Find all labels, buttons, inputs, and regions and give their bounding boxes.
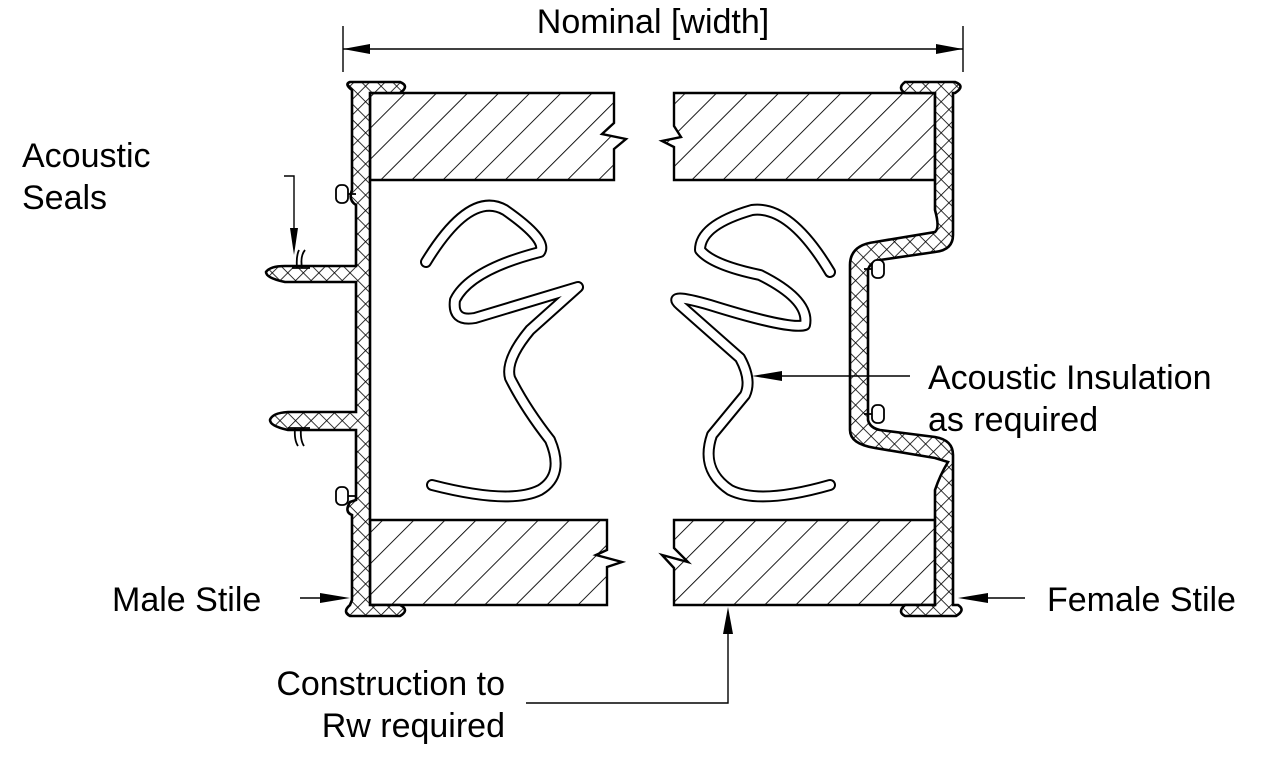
acoustic-insulation-label-line2: as required (928, 401, 1098, 439)
construction-label-line2: Rw required (322, 707, 505, 745)
leader-arrowhead (290, 228, 298, 255)
leader-arrowhead (752, 371, 782, 381)
female-stile-label: Female Stile (1047, 581, 1236, 619)
male-stile-frame (264, 80, 407, 618)
construction-label-line1: Construction to (276, 665, 505, 703)
acoustic-seals-callout: Acoustic Seals (22, 137, 298, 255)
acoustic-seal-icon (288, 427, 310, 447)
acoustic-seal-icon (335, 486, 356, 506)
acoustic-seals-label-line1: Acoustic (22, 137, 151, 175)
acoustic-insulation-callout: Acoustic Insulation as required (752, 359, 1212, 439)
bottom-left-panel (368, 518, 627, 607)
acoustic-seal-icon (864, 404, 885, 424)
top-right-panel (658, 91, 937, 182)
acoustic-seal-icon (292, 249, 310, 269)
bottom-right-panel (658, 518, 937, 607)
female-stile-callout: Female Stile (958, 581, 1236, 619)
male-stile-callout: Male Stile (112, 581, 350, 619)
nominal-width-dimension: Nominal [width] (342, 3, 964, 72)
female-stile-frame (848, 80, 963, 618)
top-left-panel (368, 91, 629, 182)
leader-arrowhead (723, 607, 733, 634)
acoustic-insulation-right (670, 203, 836, 503)
nominal-width-label: Nominal [width] (537, 3, 769, 41)
acoustic-seal-icon (864, 259, 885, 279)
construction-callout: Construction to Rw required (276, 607, 733, 745)
leader-arrowhead (958, 593, 988, 603)
leader-arrowhead (320, 593, 350, 603)
dimension-arrowhead-right (936, 44, 963, 54)
acoustic-insulation-label-line1: Acoustic Insulation (928, 359, 1212, 397)
dimension-arrowhead-left (343, 44, 370, 54)
male-stile-label: Male Stile (112, 581, 261, 619)
acoustic-seals-label-line2: Seals (22, 179, 107, 217)
acoustic-seal-icon (335, 184, 356, 204)
acoustic-insulation-left (420, 199, 584, 503)
